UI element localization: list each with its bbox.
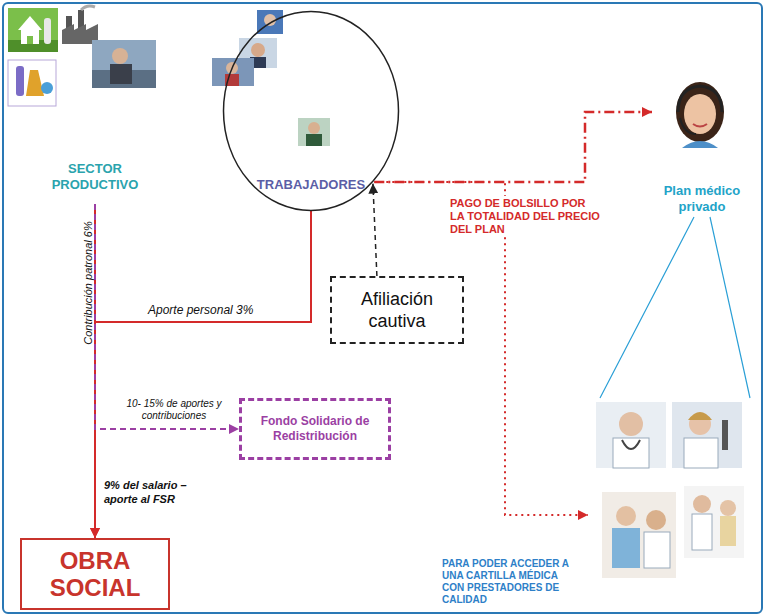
workers-label: TRABAJADORES	[257, 177, 365, 192]
edge-label: PAGO DE BOLSILLO POR LA TOTALIDAD DEL PR…	[448, 196, 602, 237]
private-plan-label: Plan médico privado	[662, 183, 742, 215]
farm-icon	[8, 8, 58, 52]
connector	[373, 184, 377, 276]
edge-label: Aporte personal 3%	[148, 303, 253, 317]
workers-circle: TRABAJADORES	[222, 10, 400, 212]
fund-box: Fondo Solidario de Redistribución	[239, 398, 391, 460]
fund-text: Fondo Solidario de Redistribución	[246, 414, 384, 444]
obra-social-box: OBRA SOCIAL	[20, 538, 170, 610]
private-plan-node: Plan médico privado	[652, 70, 752, 215]
operator-photo	[662, 78, 738, 148]
factory-icon	[62, 6, 98, 44]
connector	[95, 211, 311, 538]
doctor-photos	[596, 402, 744, 578]
worker-photos	[212, 10, 330, 146]
obra-social-text: OBRA SOCIAL	[24, 547, 166, 601]
lab-icon	[8, 60, 56, 106]
note-label: 9% del salario – aporte al FSR	[104, 478, 222, 506]
circle-shape	[224, 12, 399, 211]
callout-box: Afiliación cautiva	[330, 276, 464, 344]
callout-text: Afiliación cautiva	[336, 288, 458, 332]
connector	[600, 217, 750, 398]
connector	[374, 112, 652, 182]
providers-caption: PARA PODER ACCEDER A UNA CARTILLA MÉDICA…	[442, 558, 580, 606]
edge-label: 10- 15% de aportes y contribuciones	[110, 398, 238, 422]
edge-label: Contribución patronal 6%	[82, 213, 94, 353]
sector-label: SECTOR PRODUCTIVO	[38, 161, 152, 193]
worker-photo	[92, 40, 156, 88]
providers-node: PARA PODER ACCEDER A UNA CARTILLA MÉDICA…	[588, 398, 748, 584]
sector-label-node: SECTOR PRODUCTIVO	[38, 154, 152, 200]
